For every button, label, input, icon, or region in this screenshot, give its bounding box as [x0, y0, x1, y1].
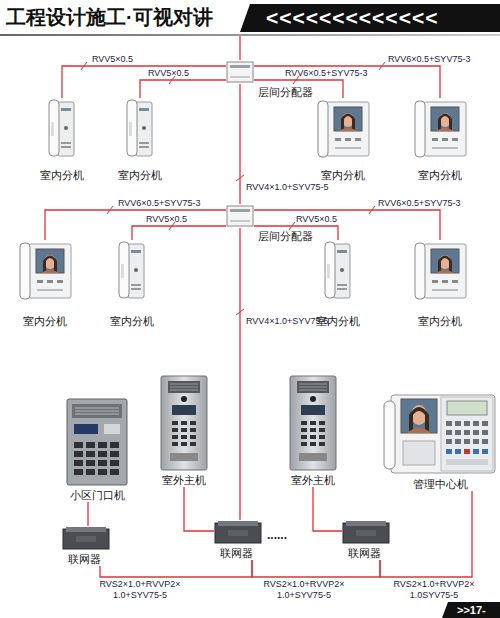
cable-wire — [184, 487, 214, 531]
cable-wire — [100, 560, 252, 577]
audio-indoor-unit — [325, 242, 350, 298]
page-band — [442, 602, 500, 618]
cable-spec: RVV5×0.5 — [296, 214, 337, 225]
device-label: 小区门口机 — [54, 489, 140, 502]
cable-spec: RVV5×0.5 — [92, 54, 133, 65]
device-label: 室外主机 — [277, 474, 349, 487]
indoor-unit: 室内分机 — [315, 98, 371, 182]
device-label: 室内分机 — [400, 169, 480, 182]
continuation-dots: ...... — [267, 528, 287, 542]
cable-spec: RVS2×1.0+RVVP2× 1.0SYV75-5 — [386, 579, 482, 601]
cable-spec: RVV5×0.5 — [148, 68, 189, 79]
device-label: 室内分机 — [303, 169, 383, 182]
title-chevrons: <<<<<<<<<<<<< — [266, 5, 438, 31]
cable-spec: RVV4×1.0+SYV75-5 — [246, 316, 328, 327]
outdoor-station — [161, 376, 207, 470]
device-label: 室内分机 — [400, 315, 480, 328]
audio-indoor-unit — [119, 242, 144, 298]
floor-distributor — [227, 62, 253, 82]
cable-wire — [140, 80, 226, 98]
floor-distributor: 层间分配器 — [226, 60, 254, 84]
audio-indoor-unit — [49, 100, 74, 156]
device-label: 联网器 — [68, 553, 101, 566]
management-console: 管理中心机 — [383, 393, 497, 491]
floor-distributor: 层间分配器 — [226, 204, 254, 228]
network-adapter: 联网器 — [62, 526, 110, 566]
cable-wire — [45, 210, 226, 240]
video-indoor-unit — [415, 101, 466, 157]
cable-spec: RVV4×1.0+SYV75-5 — [246, 182, 328, 193]
network-adapter — [63, 527, 109, 549]
outdoor-station: 室外主机 — [289, 375, 337, 487]
gate-station: 小区门口机 — [66, 398, 128, 502]
title-rule — [0, 34, 500, 36]
outdoor-station: 室外主机 — [160, 375, 208, 487]
outdoor-station — [290, 376, 336, 470]
cable-wire — [62, 66, 226, 98]
cable-wire — [239, 228, 240, 520]
device-label: 层间分配器 — [258, 230, 313, 243]
indoor-unit: 室内分机 — [310, 240, 366, 328]
indoor-unit: 室内分机 — [17, 240, 73, 328]
device-label: 联网器 — [348, 547, 381, 560]
cable-spec: RVS2×1.0+RVVP2× 1.0+SYV75-5 — [92, 579, 188, 601]
indoor-unit: 室内分机 — [412, 98, 468, 182]
network-adapter: 联网器 — [214, 520, 262, 560]
cable-wire — [239, 84, 240, 204]
management-console — [384, 395, 495, 473]
indoor-unit: 室内分机 — [412, 240, 468, 328]
cable-spec: RVV6×0.5+SYV75-3 — [118, 198, 200, 209]
audio-indoor-unit — [127, 100, 152, 156]
device-label: 室内分机 — [22, 169, 102, 182]
cable-spec: RVV6×0.5+SYV75-3 — [285, 68, 367, 79]
video-indoor-unit — [20, 243, 71, 299]
network-adapter — [215, 521, 261, 543]
cable-wire — [313, 487, 342, 531]
page-number: >>17- — [457, 603, 486, 617]
floor-distributor — [227, 206, 253, 226]
title-band — [240, 4, 500, 32]
cable-spec: RVS2×1.0+RVVP2× 1.0+SYV75-5 — [256, 579, 352, 601]
video-indoor-unit — [318, 101, 369, 157]
cable-spec: RVV6×0.5+SYV75-3 — [378, 198, 460, 209]
network-adapter — [343, 521, 389, 543]
cable-spec: RVV6×0.5+SYV75-3 — [388, 54, 470, 65]
cable-wire — [87, 502, 88, 526]
cable-wire — [380, 491, 472, 577]
cable-wire — [254, 80, 343, 98]
device-label: 室外主机 — [148, 474, 220, 487]
indoor-unit: 室内分机 — [104, 240, 160, 328]
cable-wire — [254, 66, 440, 98]
network-adapter: 联网器 — [342, 520, 390, 560]
device-label: 室内分机 — [92, 315, 172, 328]
wire-ticks — [81, 62, 385, 315]
riser-wire — [239, 36, 240, 60]
cable-wire — [252, 560, 380, 577]
video-indoor-unit — [415, 243, 466, 299]
device-label: 联网器 — [220, 547, 253, 560]
cable-spec: RVV5×0.5 — [146, 214, 187, 225]
indoor-unit: 室内分机 — [34, 98, 90, 182]
device-label: 管理中心机 — [371, 478, 500, 491]
device-label: 层间分配器 — [258, 86, 313, 99]
cable-wire — [132, 226, 226, 240]
indoor-unit: 室内分机 — [112, 98, 168, 182]
device-label: 室内分机 — [5, 315, 85, 328]
device-label: 室内分机 — [100, 169, 180, 182]
gate-station — [67, 399, 127, 485]
page-title: 工程设计施工·可视对讲 — [6, 5, 213, 29]
